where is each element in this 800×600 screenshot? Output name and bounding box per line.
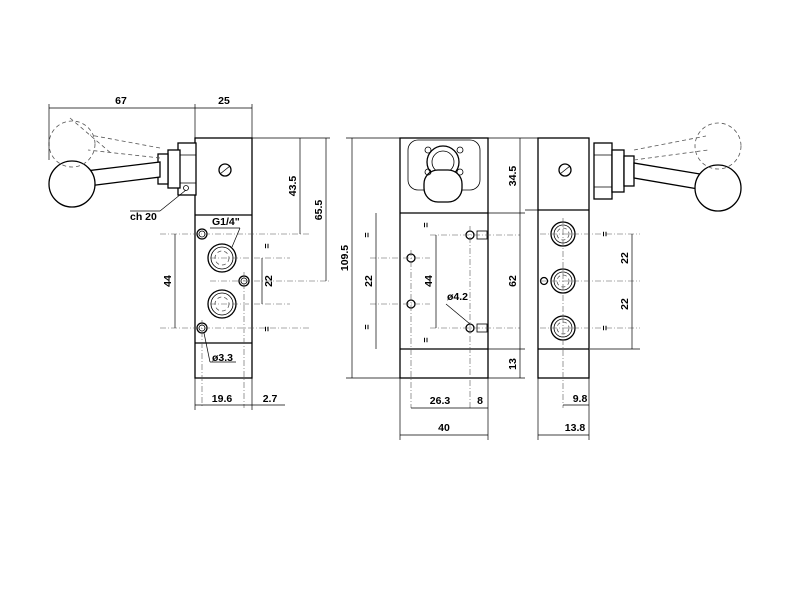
equal-mark: = bbox=[421, 222, 431, 227]
dim-3-3: ø3.3 bbox=[212, 352, 233, 364]
dim-22-left: 22 bbox=[263, 275, 275, 287]
dim-26-3: 26.3 bbox=[430, 395, 451, 407]
dim-62: 62 bbox=[507, 275, 519, 287]
dim-13-8: 13.8 bbox=[565, 422, 586, 434]
dim-67: 67 bbox=[115, 95, 127, 107]
equal-mark: = bbox=[421, 337, 431, 342]
ch20-label: ch 20 bbox=[130, 211, 157, 223]
dim-9-8: 9.8 bbox=[573, 393, 588, 405]
dim-19-6: 19.6 bbox=[212, 393, 233, 405]
equal-mark: = bbox=[600, 325, 610, 330]
side-view bbox=[525, 122, 742, 440]
dim-43-5: 43.5 bbox=[287, 176, 299, 197]
equal-mark: = bbox=[362, 232, 372, 237]
dim-65-5: 65.5 bbox=[313, 200, 325, 221]
left-view bbox=[48, 104, 330, 410]
dim-13: 13 bbox=[507, 358, 519, 370]
dim-8: 8 bbox=[477, 395, 483, 407]
equal-mark: = bbox=[362, 324, 372, 329]
equal-mark: = bbox=[262, 243, 272, 248]
front-view bbox=[346, 137, 525, 440]
dim-2-7: 2.7 bbox=[263, 393, 278, 405]
dim-22-r1: 22 bbox=[619, 252, 631, 264]
dim-22-mid: 22 bbox=[363, 275, 375, 287]
equal-marks: = = = = = = = = bbox=[262, 222, 610, 342]
equal-mark: = bbox=[262, 326, 272, 331]
dim-22-r2: 22 bbox=[619, 298, 631, 310]
dim-4-2: ø4.2 bbox=[447, 291, 468, 303]
g14-label: G1/4" bbox=[212, 216, 240, 228]
dim-44-left: 44 bbox=[162, 275, 174, 287]
dim-109-5: 109.5 bbox=[339, 245, 351, 271]
equal-mark: = bbox=[600, 231, 610, 236]
dimension-labels: 67 25 43.5 65.5 ch 20 G1/4" 44 22 ø3.3 1… bbox=[115, 95, 631, 434]
dim-44-mid: 44 bbox=[423, 275, 435, 287]
dim-34-5: 34.5 bbox=[507, 166, 519, 187]
dim-25: 25 bbox=[218, 95, 230, 107]
dim-40: 40 bbox=[438, 422, 450, 434]
